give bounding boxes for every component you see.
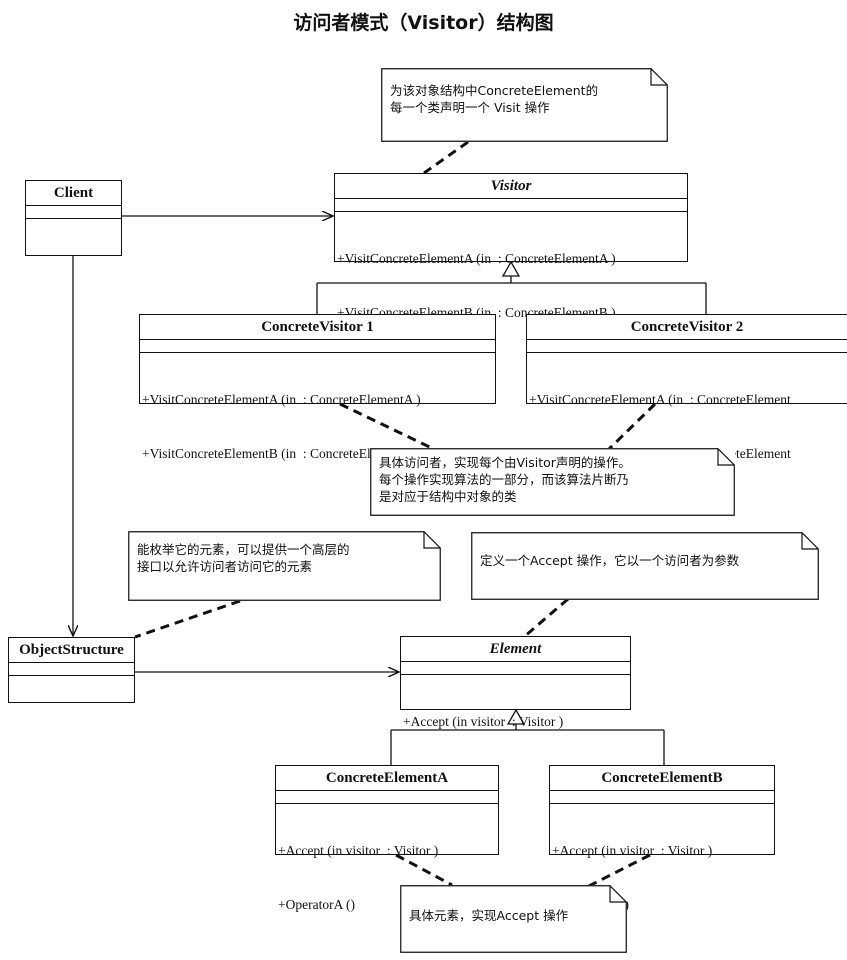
- os-note-anchor: [134, 599, 241, 639]
- visitor-class-name: Visitor: [335, 174, 687, 199]
- os-note-line-2: 接口以允许访问者访问它的元素: [137, 559, 313, 574]
- cea-op-1: +Accept (in visitor : Visitor ): [278, 843, 439, 858]
- visitor-note-anchor: [423, 140, 469, 175]
- cea-op-2: +OperatorA (): [278, 897, 355, 912]
- concrete-visitor-1-class: ConcreteVisitor 1 +VisitConcreteElementA…: [139, 314, 496, 461]
- client-class: Client: [25, 180, 122, 256]
- ceb-op-1: +Accept (in visitor : Visitor ): [552, 843, 713, 858]
- ceb-note-anchor: [586, 853, 651, 889]
- element-note-anchor: [524, 597, 569, 638]
- visitor-class-attributes: [335, 199, 687, 212]
- element-class: Element +Accept (in visitor : Visitor ): [400, 636, 631, 729]
- element-class-attributes: [401, 662, 630, 675]
- visitor-note-line-2: 每一个类声明一个 Visit 操作: [390, 100, 550, 115]
- cv2-op-1: +VisitConcreteElementA (in : ConcreteEle…: [529, 392, 791, 407]
- cv-note-line-1: 具体访问者，实现每个由Visitor声明的操作。: [379, 455, 631, 470]
- object-structure-class: ObjectStructure: [8, 637, 135, 703]
- visitor-op-1: +VisitConcreteElementA (in : ConcreteEle…: [337, 251, 616, 266]
- element-class-name: Element: [401, 637, 630, 662]
- concrete-element-a-class: ConcreteElementA +Accept (in visitor : V…: [275, 765, 499, 912]
- os-note-line-1: 能枚举它的元素，可以提供一个高层的: [137, 542, 350, 557]
- visitor-note-line-1: 为该对象结构中ConcreteElement的: [390, 83, 599, 98]
- cv1-op-1: +VisitConcreteElementA (in : ConcreteEle…: [142, 392, 421, 407]
- concrete-element-a-operations: +Accept (in visitor : Visitor ) +Operato…: [276, 804, 498, 952]
- concrete-visitor-1-name: ConcreteVisitor 1: [140, 315, 495, 340]
- element-note-line-1: 定义一个Accept 操作，它以一个访问者为参数: [480, 553, 740, 568]
- concrete-visitor-2-attributes: [527, 340, 847, 353]
- visitor-note: 为该对象结构中ConcreteElement的 每一个类声明一个 Visit 操…: [381, 68, 668, 142]
- visitor-generalization: [316, 260, 707, 314]
- cv-note-line-3: 是对应于结构中对象的类: [379, 489, 517, 504]
- client-class-attributes: [26, 206, 121, 219]
- element-op-1: +Accept (in visitor : Visitor ): [403, 714, 564, 729]
- client-class-operations: [26, 219, 121, 223]
- object-structure-name: ObjectStructure: [9, 638, 134, 663]
- note-shape-icon: [128, 531, 441, 601]
- note-shape-icon: [381, 68, 668, 142]
- cv-note-line-2: 每个操作实现算法的一部分，而该算法片断乃: [379, 472, 630, 487]
- object-structure-attributes: [9, 663, 134, 676]
- visitor-class: Visitor +VisitConcreteElementA (in : Con…: [334, 173, 688, 320]
- cea-note-anchor: [395, 853, 453, 887]
- note-shape-icon: [400, 885, 627, 953]
- diagram-title: 访问者模式（Visitor）结构图: [293, 12, 554, 34]
- ce-note-line-1: 具体元素，实现Accept 操作: [409, 908, 569, 923]
- concrete-visitor-2-name: ConcreteVisitor 2: [527, 315, 847, 340]
- concrete-element-note: 具体元素，实现Accept 操作: [400, 885, 627, 953]
- concrete-element-a-attributes: [276, 791, 498, 804]
- element-class-operations: +Accept (in visitor : Visitor ): [401, 675, 630, 769]
- concrete-element-b-name: ConcreteElementB: [550, 766, 774, 791]
- concrete-visitor-1-operations: +VisitConcreteElementA (in : ConcreteEle…: [140, 353, 495, 501]
- object-structure-note: 能枚举它的元素，可以提供一个高层的 接口以允许访问者访问它的元素: [128, 531, 441, 601]
- note-shape-icon: [370, 448, 735, 516]
- element-note: 定义一个Accept 操作，它以一个访问者为参数: [471, 532, 819, 600]
- concrete-element-a-name: ConcreteElementA: [276, 766, 498, 791]
- cv1-note-anchor: [339, 402, 441, 454]
- element-generalization: [390, 708, 665, 765]
- concrete-element-b-attributes: [550, 791, 774, 804]
- note-shape-icon: [471, 532, 819, 600]
- cv2-note-anchor: [604, 402, 657, 454]
- object-structure-operations: [9, 676, 134, 680]
- concrete-visitor-2-class: ConcreteVisitor 2 +VisitConcreteElementA…: [526, 314, 847, 461]
- concrete-visitor-note: 具体访问者，实现每个由Visitor声明的操作。 每个操作实现算法的一部分，而该…: [370, 448, 735, 516]
- concrete-visitor-1-attributes: [140, 340, 495, 353]
- concrete-element-b-class: ConcreteElementB +Accept (in visitor : V…: [549, 765, 775, 912]
- client-class-name: Client: [26, 181, 121, 206]
